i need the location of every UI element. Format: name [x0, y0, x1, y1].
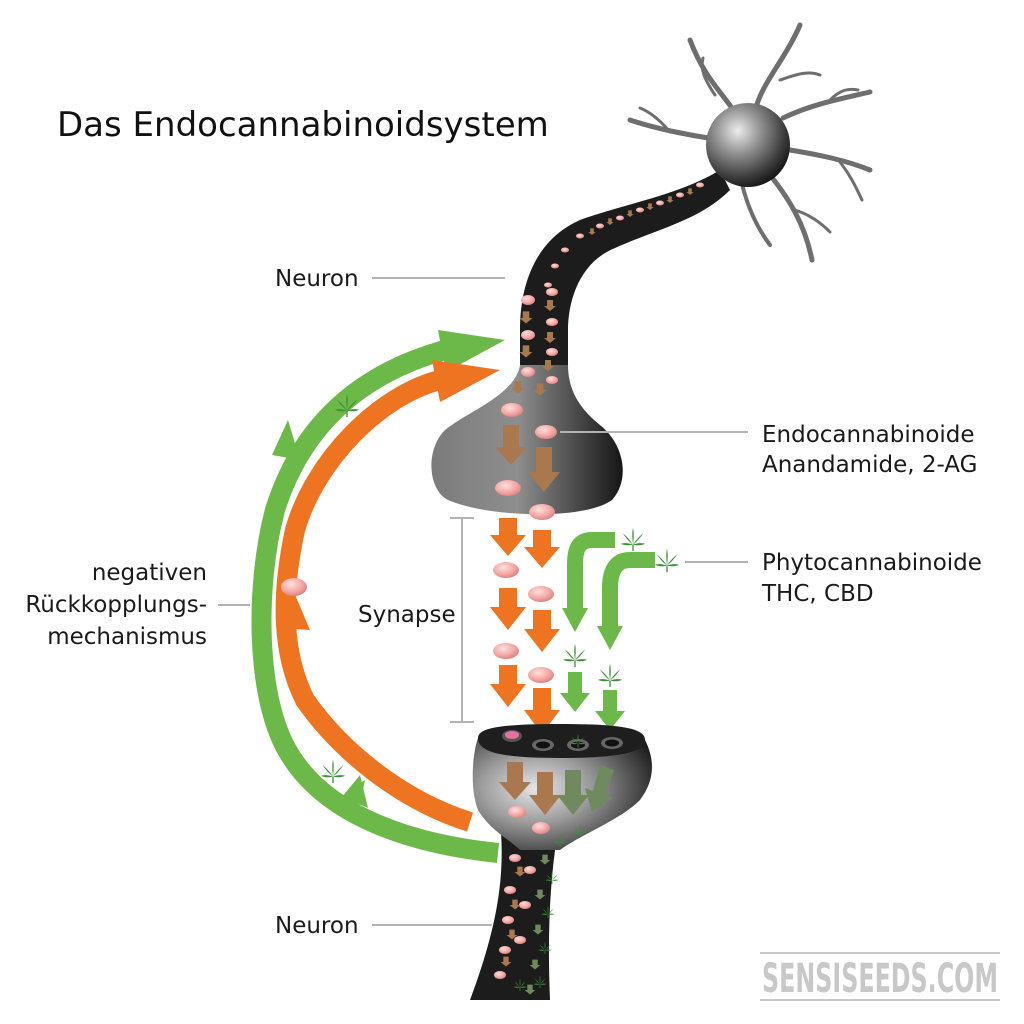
- axon-vesicle: [636, 207, 644, 213]
- axon-vesicle: [696, 182, 704, 188]
- axon-vesicle: [616, 215, 624, 221]
- axon-vesicle: [596, 223, 604, 229]
- label-endocannabinoids-examples: Anandamide, 2-AG: [762, 452, 977, 478]
- cannabis-leaf-icon: [597, 663, 623, 688]
- dendrite-vesicle: [514, 936, 526, 944]
- axon-vesicle: [551, 263, 559, 269]
- orange-arrowhead: [282, 597, 310, 630]
- presynaptic-terminal: [431, 365, 623, 515]
- axon-arrow: [666, 196, 674, 203]
- cannabis-leaf-icon: [654, 548, 680, 573]
- axon-arrow: [544, 332, 556, 343]
- terminal-vesicles: [495, 403, 557, 520]
- cannabis-leaf-icon: [620, 527, 646, 552]
- axon-arrow: [533, 383, 547, 396]
- axon-vesicle: [676, 192, 684, 198]
- phytocannabinoid-arrows: [567, 532, 655, 628]
- axon-vesicle: [576, 233, 584, 239]
- axon-vesicle: [546, 288, 558, 296]
- watermark: SENSISEEDS.COM: [760, 952, 1000, 1002]
- axon-vesicle: [521, 330, 535, 340]
- dendrite-vesicle: [519, 901, 531, 909]
- axon-arrow: [606, 218, 614, 225]
- postsynaptic-vesicles: [508, 806, 550, 834]
- label-feedback-line2: Rückkopplungs-: [25, 592, 207, 618]
- dendrite-arrow: [532, 924, 544, 935]
- dendrite-arrow: [529, 959, 541, 970]
- cannabis-leaf-icon: [562, 643, 588, 668]
- axon-vesicle: [544, 282, 552, 288]
- dendrite-vesicle: [494, 971, 506, 979]
- synaptic-orange-arrows: [490, 518, 560, 734]
- top-neuron-soma: [706, 103, 790, 187]
- dendrite-arrow: [524, 984, 536, 995]
- leader-lines: [218, 277, 748, 926]
- watermark-text: SENSISEEDS.COM: [762, 956, 998, 1002]
- axon-vesicles: [511, 182, 704, 396]
- dendrite-arrow: [514, 866, 526, 877]
- axon-vesicle: [521, 367, 535, 377]
- green-arrowhead: [272, 420, 300, 460]
- terminal-arrows: [495, 425, 560, 492]
- axon-vesicle: [561, 247, 569, 253]
- dendrite-arrow: [506, 929, 518, 940]
- label-feedback-line1: negativen: [92, 560, 207, 586]
- dendrite-arrow: [500, 956, 512, 967]
- label-neuron-bottom: Neuron: [275, 913, 359, 939]
- axon-arrow: [544, 300, 556, 311]
- label-neuron-top: Neuron: [275, 266, 359, 292]
- axon-arrow: [646, 203, 654, 210]
- dendrite-vesicle: [504, 886, 516, 894]
- label-endocannabinoids: Endocannabinoide: [762, 422, 975, 448]
- label-feedback-line3: mechanismus: [47, 624, 207, 650]
- axon-arrow: [542, 360, 554, 371]
- axon-vesicle: [546, 318, 558, 326]
- dendrite-vesicle: [524, 866, 536, 874]
- dendrite-arrow: [534, 889, 546, 900]
- postsynaptic-arrows: [499, 762, 614, 815]
- axon-arrow: [626, 210, 634, 217]
- label-phytocannabinoids-examples: THC, CBD: [761, 581, 874, 607]
- dendrite-arrow: [539, 854, 551, 865]
- phyto-arrowheads: [560, 608, 625, 730]
- vesicle-icon: [281, 578, 307, 596]
- axon-arrow: [511, 381, 525, 394]
- axon-vesicle: [546, 348, 558, 356]
- cannabis-leaf-icon: [320, 759, 346, 784]
- page-title: Das Endocannabinoidsystem: [57, 105, 549, 145]
- axon-vesicle: [656, 200, 664, 206]
- axon-vesicle: [546, 376, 558, 384]
- label-synapse: Synapse: [358, 602, 456, 628]
- axon-vesicle: [521, 295, 535, 305]
- axon-arrow: [686, 188, 694, 195]
- axon-arrow: [519, 345, 533, 358]
- dendrite-vesicle: [509, 854, 521, 862]
- dendrite-vesicle: [502, 916, 514, 924]
- dendrite-arrow: [509, 899, 521, 910]
- dendrite-vesicle: [499, 946, 511, 954]
- bottom-neuron-dendrite: [470, 820, 558, 1000]
- green-arrowhead: [342, 775, 368, 808]
- dendrite-contents: [494, 823, 587, 995]
- synapse-bracket: [450, 517, 474, 723]
- synaptic-vesicles: [493, 562, 554, 683]
- top-neuron-axon: [520, 170, 730, 400]
- label-phytocannabinoids: Phytocannabinoide: [762, 550, 982, 576]
- axon-arrow: [588, 228, 596, 235]
- axon-arrow: [519, 311, 533, 324]
